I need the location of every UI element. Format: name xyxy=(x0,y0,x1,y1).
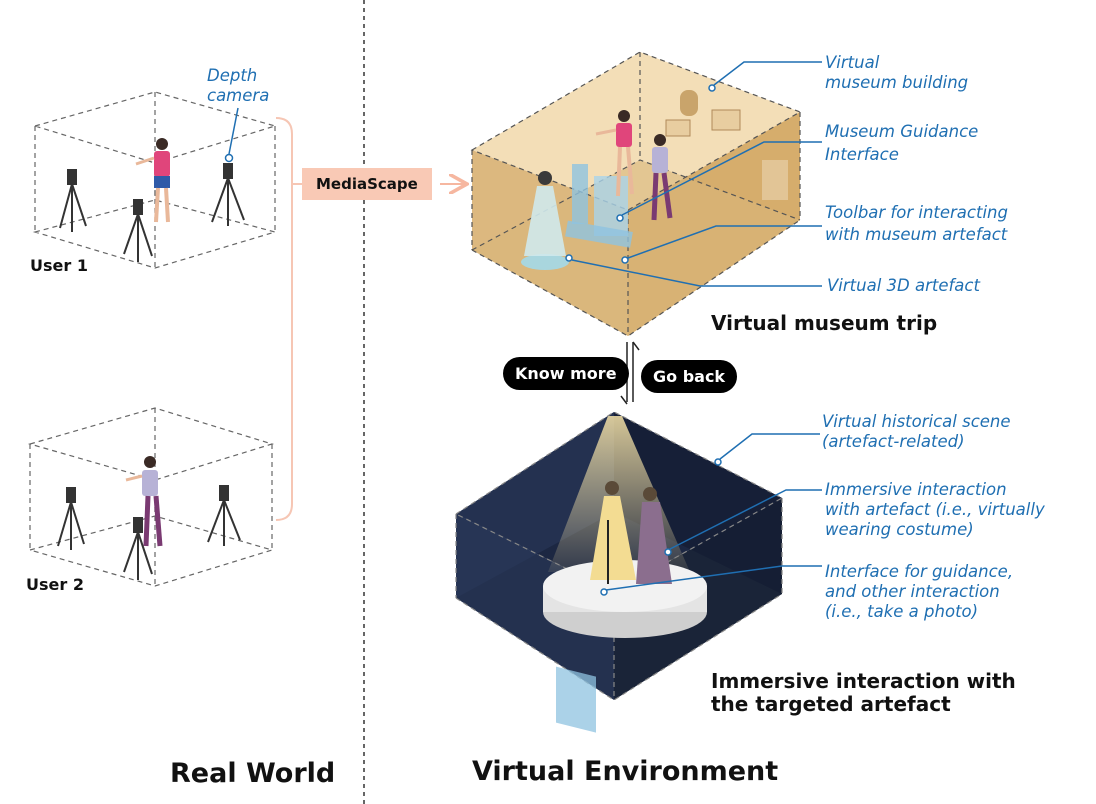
user2-label: User 2 xyxy=(26,575,84,594)
virtual-environment-title: Virtual Environment xyxy=(472,756,779,787)
annotation-line: (i.e., take a photo) xyxy=(825,602,979,621)
user1-label: User 1 xyxy=(30,256,88,275)
users-bracket xyxy=(275,117,293,521)
annotation-line: Virtual xyxy=(825,53,880,72)
annotation-line: with artefact (i.e., virtually xyxy=(825,500,1045,519)
immersive-title-line: the targeted artefact xyxy=(711,692,951,716)
mediascape-box: MediaScape xyxy=(302,168,432,200)
annotation-line: Virtual historical scene xyxy=(822,412,1011,431)
depth-camera-label-line: Depth xyxy=(207,66,258,85)
real-world-title: Real World xyxy=(170,758,336,789)
annotation-line: museum building xyxy=(825,73,969,92)
historical-scene-annotation: Virtual historical scene (artefact-relat… xyxy=(822,412,1011,452)
annotation-line: and other interaction xyxy=(825,582,1000,601)
know-more-button[interactable]: Know more xyxy=(503,357,629,390)
immersive-title: Immersive interaction with the targeted … xyxy=(711,670,1016,716)
annotation-line: with museum artefact xyxy=(825,225,1008,244)
depth-camera-label-line: camera xyxy=(207,86,270,105)
user1-figure xyxy=(135,138,170,223)
3d-artefact-annotation: Virtual 3D artefact xyxy=(827,276,980,295)
annotation-line: Interface xyxy=(825,145,899,164)
museum-trip-title: Virtual museum trip xyxy=(711,311,938,335)
guidance-interface-annotation: Museum Guidance Interface xyxy=(825,122,978,165)
go-back-button[interactable]: Go back xyxy=(641,360,738,393)
guidance-photo-annotation: Interface for guidance, and other intera… xyxy=(825,562,1013,622)
annotation-line: Toolbar for interacting xyxy=(825,203,1008,222)
user2-tripods xyxy=(57,485,241,580)
user1-tripods xyxy=(59,163,245,262)
immersive-pointers xyxy=(600,433,822,596)
annotation-line: (artefact-related) xyxy=(822,432,965,451)
museum-building xyxy=(470,51,802,337)
annotation-line: wearing costume) xyxy=(825,520,974,539)
depth-camera-marker xyxy=(224,153,234,163)
annotation-line: Interface for guidance, xyxy=(825,562,1014,581)
costume-interaction-annotation: Immersive interaction with artefact (i.e… xyxy=(825,480,1045,540)
toolbar-annotation: Toolbar for interacting with museum arte… xyxy=(825,203,1008,245)
annotation-line: Immersive interaction xyxy=(825,480,1007,499)
annotation-line: Museum Guidance xyxy=(825,122,979,141)
depth-camera-label: Depth camera xyxy=(207,66,269,106)
immersive-title-line: Immersive interaction with xyxy=(711,669,1016,693)
museum-building-annotation: Virtual museum building xyxy=(825,53,968,93)
user2-figure xyxy=(125,456,163,547)
museum-pointers xyxy=(565,61,822,287)
historical-scene xyxy=(454,411,784,733)
